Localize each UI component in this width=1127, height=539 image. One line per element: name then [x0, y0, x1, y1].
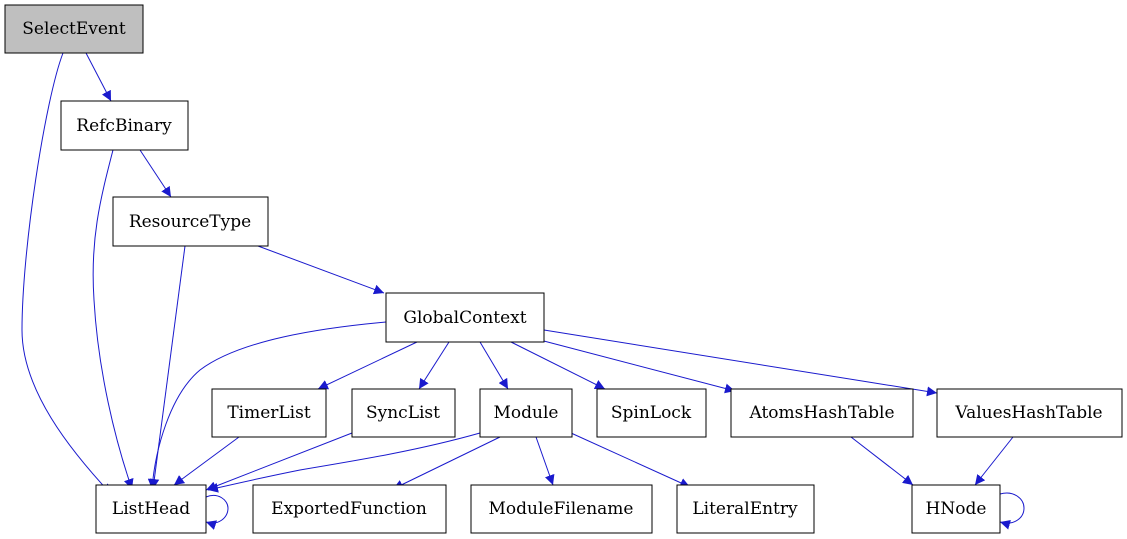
- edge-module-literalentry: [570, 432, 691, 488]
- edge-globalcontext-listhead: [147, 321, 387, 490]
- node-label: LiteralEntry: [692, 499, 798, 519]
- edge-globalcontext-valueshashtable: [543, 329, 938, 397]
- node-label: TimerList: [227, 403, 311, 423]
- node-label: AtomsHashTable: [748, 403, 894, 423]
- edge-globalcontext-module: [479, 341, 509, 390]
- edge-module-exportedfunction: [392, 436, 501, 490]
- edge-refcbinary-listhead: [92, 149, 134, 490]
- node-exportedfunction[interactable]: ExportedFunction: [252, 484, 447, 534]
- edge-synclist-listhead: [205, 432, 353, 492]
- node-label: Module: [494, 403, 559, 423]
- edge-globalcontext-synclist: [418, 341, 450, 390]
- node-refcbinary[interactable]: RefcBinary: [60, 100, 189, 151]
- node-label: ValuesHashTable: [954, 403, 1102, 423]
- edge-globalcontext-spinlock: [510, 341, 606, 390]
- node-globalcontext[interactable]: GlobalContext: [385, 292, 545, 343]
- node-hnode[interactable]: HNode: [911, 484, 1001, 534]
- edge-listhead-listhead: [205, 494, 229, 530]
- edges-layer: [21, 52, 1025, 530]
- node-label: ListHead: [112, 499, 190, 519]
- edge-globalcontext-atomshashtable: [539, 339, 736, 394]
- node-label: GlobalContext: [403, 308, 526, 328]
- node-label: SelectEvent: [22, 19, 126, 39]
- node-timerlist[interactable]: TimerList: [211, 388, 327, 438]
- node-label: SyncList: [366, 403, 440, 423]
- edge-refcbinary-resourcetype: [139, 149, 172, 198]
- edge-globalcontext-timerlist: [317, 341, 418, 390]
- edge-selectevent-listhead: [21, 52, 112, 495]
- node-label: SpinLock: [611, 403, 692, 423]
- node-label: RefcBinary: [76, 116, 172, 136]
- node-label: ExportedFunction: [271, 499, 427, 519]
- edge-atomshashtable-hnode: [850, 436, 914, 486]
- node-label: HNode: [926, 499, 987, 519]
- edge-selectevent-refcbinary: [85, 52, 112, 102]
- node-literalentry[interactable]: LiteralEntry: [676, 484, 815, 534]
- node-spinlock[interactable]: SpinLock: [596, 388, 707, 438]
- nodes-layer: SelectEvent RefcBinary ResourceType Glob…: [4, 4, 1123, 534]
- node-selectevent[interactable]: SelectEvent: [4, 4, 144, 54]
- edge-timerlist-listhead: [173, 436, 240, 486]
- node-modulefilename[interactable]: ModuleFilename: [470, 484, 653, 534]
- node-valueshashtable[interactable]: ValuesHashTable: [936, 388, 1123, 438]
- edge-resourcetype-globalcontext: [257, 245, 385, 295]
- node-module[interactable]: Module: [479, 388, 573, 438]
- node-label: ResourceType: [129, 212, 251, 232]
- edge-valueshashtable-hnode: [974, 436, 1014, 486]
- edge-module-listhead: [207, 432, 481, 493]
- node-resourcetype[interactable]: ResourceType: [112, 196, 269, 247]
- edge-hnode-hnode: [999, 492, 1025, 530]
- node-atomshashtable[interactable]: AtomsHashTable: [730, 388, 914, 438]
- node-label: ModuleFilename: [489, 499, 634, 519]
- node-listhead[interactable]: ListHead: [95, 484, 207, 534]
- edge-module-modulefilename: [535, 436, 555, 486]
- node-synclist[interactable]: SyncList: [351, 388, 456, 438]
